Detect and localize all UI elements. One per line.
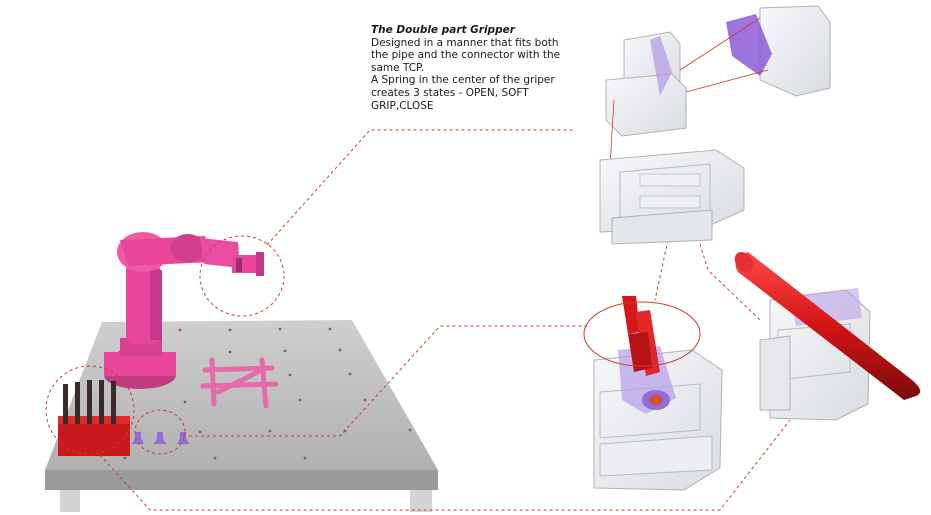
- robot-arm: [104, 232, 264, 389]
- connectors: [132, 432, 189, 444]
- callout-circle-connector-grip: [583, 301, 701, 367]
- callout-circle-rack: [45, 365, 135, 455]
- gripper-description: The Double part Gripper Designed in a ma…: [371, 24, 606, 112]
- annotation-line: creates 3 states - OPEN, SOFT: [371, 86, 529, 99]
- callout-circle-gripper: [199, 235, 285, 317]
- pipe-rack: [58, 380, 130, 456]
- assembled-frame: [200, 357, 279, 409]
- gripper-with-connector: [583, 296, 723, 491]
- annotation-line: the pipe and the connector with the: [371, 49, 561, 62]
- annotation-line: GRIP,CLOSE: [371, 99, 434, 112]
- annotation-line: same TCP.: [371, 61, 425, 74]
- annotation-title: The Double part Gripper: [371, 24, 515, 36]
- callout-circle-connectors: [134, 409, 186, 455]
- annotation-line: Designed in a manner that fits both: [371, 36, 559, 49]
- gripper-exploded-view: [599, 5, 831, 245]
- annotation-line: A Spring in the center of the griper: [371, 74, 555, 87]
- gripper-with-pipe: [734, 252, 921, 421]
- leader-lines: [99, 129, 791, 511]
